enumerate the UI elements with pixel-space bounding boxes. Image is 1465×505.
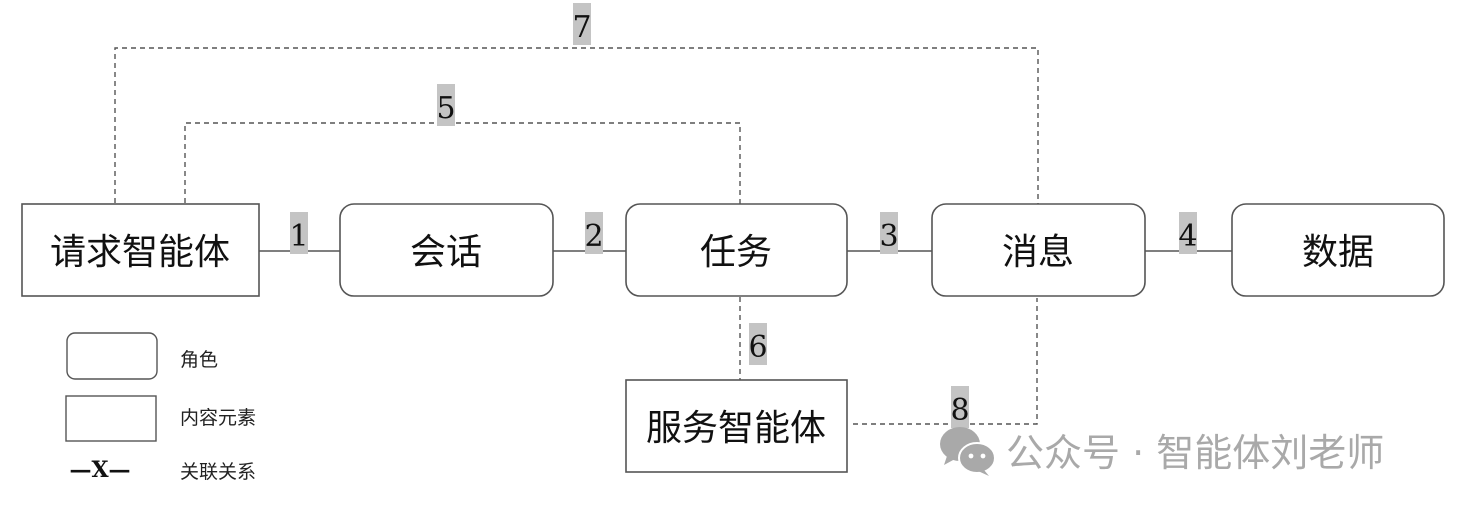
- node-data: 数据: [1231, 203, 1445, 297]
- relation-label-2: 2: [584, 212, 604, 254]
- connector-8: [853, 298, 1038, 425]
- connector-7: [114, 47, 1039, 204]
- node-requester-agent: 请求智能体: [21, 203, 260, 297]
- relation-label-3: 3: [879, 212, 899, 254]
- relation-label-4: 4: [1178, 212, 1198, 254]
- relation-number: 2: [584, 219, 603, 254]
- relation-label-7: 7: [572, 3, 592, 45]
- legend-label: 角色: [180, 349, 218, 371]
- relation-number: 5: [436, 91, 455, 126]
- node-label: 消息: [1002, 232, 1074, 273]
- relation-number: 7: [572, 10, 591, 45]
- rect-swatch: [65, 395, 157, 442]
- relation-number: 8: [950, 393, 969, 428]
- node-label: 服务智能体: [646, 408, 826, 449]
- node-task: 任务: [625, 203, 848, 297]
- watermark-text: 公众号 · 智能体刘老师: [1006, 431, 1384, 475]
- relation-label-8: 8: [950, 386, 970, 428]
- node-label: 任务: [700, 232, 772, 273]
- rounded-rect-swatch: [66, 332, 158, 380]
- relation-label-6: 6: [748, 323, 768, 365]
- relation-label-5: 5: [436, 84, 456, 126]
- node-message: 消息: [931, 203, 1146, 297]
- node-service-agent: 服务智能体: [625, 379, 848, 473]
- legend-label: 内容元素: [180, 407, 256, 429]
- relation-label-1: 1: [289, 212, 309, 254]
- legend-item-content-element: 内容元素: [65, 395, 256, 442]
- node-label: 会话: [410, 232, 482, 273]
- wechat-icon: [940, 427, 996, 476]
- node-session: 会话: [339, 203, 554, 297]
- legend-label: 关联关系: [180, 461, 256, 483]
- watermark: 公众号 · 智能体刘老师: [940, 427, 1384, 476]
- connector-5: [184, 122, 741, 204]
- dashed-connectors: [114, 47, 1039, 425]
- relation-number: 6: [748, 330, 767, 365]
- legend: 角色 内容元素 —X— 关联关系: [65, 332, 256, 483]
- relation-number: 3: [879, 219, 898, 254]
- legend-item-relation: —X— 关联关系: [69, 457, 256, 483]
- relation-symbol: —X—: [69, 457, 130, 483]
- legend-item-role: 角色: [66, 332, 218, 380]
- node-label: 数据: [1302, 232, 1374, 273]
- node-label: 请求智能体: [50, 232, 230, 273]
- relation-number: 4: [1178, 219, 1197, 254]
- relation-number: 1: [289, 219, 308, 254]
